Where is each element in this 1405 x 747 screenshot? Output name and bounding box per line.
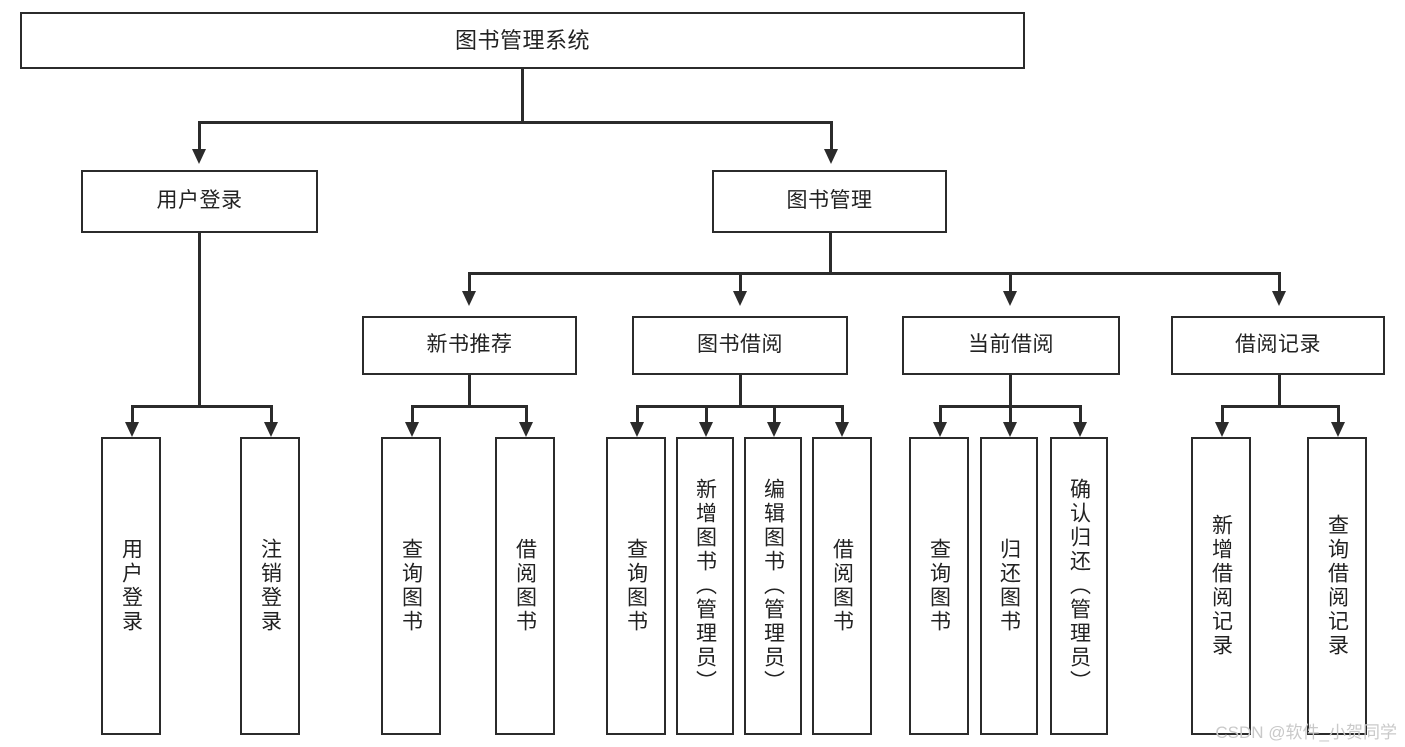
connector-book-borrow-leaf2 xyxy=(705,405,708,423)
leaf-borrow-record-add[interactable]: 新增借阅记录 xyxy=(1191,437,1251,735)
leaf-label: 查询图书 xyxy=(399,538,423,634)
leaf-current-borrow-search[interactable]: 查询图书 xyxy=(909,437,969,735)
leaf-label: 注销登录 xyxy=(258,538,282,634)
leaf-label: 确认归还（管理员） xyxy=(1067,478,1091,694)
connector-to-book-borrow xyxy=(739,272,742,292)
arrowhead-to-borrow-record xyxy=(1272,291,1286,306)
node-label: 图书管理系统 xyxy=(454,27,590,53)
connector-current-borrow-stem xyxy=(1009,375,1012,405)
arrowhead-root-to-user-login xyxy=(192,149,206,164)
leaf-current-borrow-confirm[interactable]: 确认归还（管理员） xyxy=(1050,437,1108,735)
leaf-label: 查询借阅记录 xyxy=(1325,514,1349,658)
connector-root-to-book-manage xyxy=(830,121,833,149)
connector-new-book-bus xyxy=(411,405,525,408)
node-label: 图书管理 xyxy=(786,189,873,213)
connector-to-borrow-record xyxy=(1278,272,1281,292)
arrowhead-to-current-borrow xyxy=(1003,291,1017,306)
connector-book-borrow-leaf4 xyxy=(841,405,844,423)
node-borrow-record[interactable]: 借阅记录 xyxy=(1171,316,1385,375)
leaf-book-borrow-lend[interactable]: 借阅图书 xyxy=(812,437,872,735)
connector-book-borrow-leaf3 xyxy=(773,405,776,423)
connector-current-borrow-leaf2 xyxy=(1009,405,1012,423)
leaf-label: 查询图书 xyxy=(927,538,951,634)
connector-new-book-leaf2 xyxy=(525,405,528,423)
arrowhead-current-borrow-leaf1 xyxy=(933,422,947,437)
arrowhead-user-login-leaf2 xyxy=(264,422,278,437)
arrowhead-book-borrow-leaf2 xyxy=(699,422,713,437)
node-book-manage[interactable]: 图书管理 xyxy=(712,170,947,233)
leaf-current-borrow-return[interactable]: 归还图书 xyxy=(980,437,1038,735)
leaf-book-borrow-search[interactable]: 查询图书 xyxy=(606,437,666,735)
leaf-label: 借阅图书 xyxy=(830,538,854,634)
arrowhead-book-borrow-leaf1 xyxy=(630,422,644,437)
arrowhead-new-book-leaf2 xyxy=(519,422,533,437)
connector-root-to-user-login xyxy=(198,121,201,149)
leaf-label: 归还图书 xyxy=(997,538,1021,634)
connector-to-current-borrow xyxy=(1009,272,1012,292)
node-label: 新书推荐 xyxy=(426,333,513,357)
connector-borrow-record-bus xyxy=(1221,405,1337,408)
arrowhead-borrow-record-leaf2 xyxy=(1331,422,1345,437)
watermark-text: CSDN @软件_小贺同学 xyxy=(1215,723,1397,742)
node-user-login[interactable]: 用户登录 xyxy=(81,170,318,233)
leaf-user-login-login[interactable]: 用户登录 xyxy=(101,437,161,735)
leaf-user-login-logout[interactable]: 注销登录 xyxy=(240,437,300,735)
connector-user-login-stem xyxy=(198,233,201,405)
arrowhead-to-new-book xyxy=(462,291,476,306)
arrowhead-current-borrow-leaf2 xyxy=(1003,422,1017,437)
leaf-new-book-search[interactable]: 查询图书 xyxy=(381,437,441,735)
leaf-label: 新增借阅记录 xyxy=(1209,514,1233,658)
leaf-book-borrow-edit[interactable]: 编辑图书（管理员） xyxy=(744,437,802,735)
node-book-borrow[interactable]: 图书借阅 xyxy=(632,316,848,375)
connector-current-borrow-leaf1 xyxy=(939,405,942,423)
node-label: 用户登录 xyxy=(156,189,243,213)
connector-borrow-record-leaf2 xyxy=(1337,405,1340,423)
arrowhead-book-borrow-leaf3 xyxy=(767,422,781,437)
node-current-borrow[interactable]: 当前借阅 xyxy=(902,316,1120,375)
node-root-system[interactable]: 图书管理系统 xyxy=(20,12,1025,69)
arrowhead-borrow-record-leaf1 xyxy=(1215,422,1229,437)
leaf-label: 用户登录 xyxy=(119,538,143,634)
connector-borrow-record-stem xyxy=(1278,375,1281,405)
arrowhead-to-book-borrow xyxy=(733,291,747,306)
arrowhead-current-borrow-leaf3 xyxy=(1073,422,1087,437)
connector-new-book-stem xyxy=(468,375,471,405)
leaf-label: 新增图书（管理员） xyxy=(693,478,717,694)
leaf-label: 借阅图书 xyxy=(513,538,537,634)
connector-to-new-book xyxy=(468,272,471,292)
leaf-label: 查询图书 xyxy=(624,538,648,634)
connector-book-borrow-bus xyxy=(636,405,843,408)
leaf-new-book-borrow[interactable]: 借阅图书 xyxy=(495,437,555,735)
connector-user-login-leaf1 xyxy=(131,405,134,423)
leaf-label: 编辑图书（管理员） xyxy=(761,478,785,694)
connector-root-bus xyxy=(198,121,832,124)
arrowhead-new-book-leaf1 xyxy=(405,422,419,437)
connector-book-borrow-stem xyxy=(739,375,742,405)
arrowhead-root-to-book-manage xyxy=(824,149,838,164)
connector-borrow-record-leaf1 xyxy=(1221,405,1224,423)
connector-user-login-bus xyxy=(131,405,270,408)
node-new-book-recommend[interactable]: 新书推荐 xyxy=(362,316,577,375)
connector-current-borrow-leaf3 xyxy=(1079,405,1082,423)
connector-new-book-leaf1 xyxy=(411,405,414,423)
connector-book-manage-stem xyxy=(829,233,832,273)
connector-root-stem xyxy=(521,69,524,121)
node-label: 图书借阅 xyxy=(697,333,783,357)
connector-book-manage-bus xyxy=(468,272,1280,275)
arrowhead-book-borrow-leaf4 xyxy=(835,422,849,437)
arrowhead-user-login-leaf1 xyxy=(125,422,139,437)
connector-book-borrow-leaf1 xyxy=(636,405,639,423)
leaf-book-borrow-add[interactable]: 新增图书（管理员） xyxy=(676,437,734,735)
leaf-borrow-record-search[interactable]: 查询借阅记录 xyxy=(1307,437,1367,735)
node-label: 当前借阅 xyxy=(968,333,1054,357)
connector-user-login-leaf2 xyxy=(270,405,273,423)
node-label: 借阅记录 xyxy=(1235,333,1321,357)
